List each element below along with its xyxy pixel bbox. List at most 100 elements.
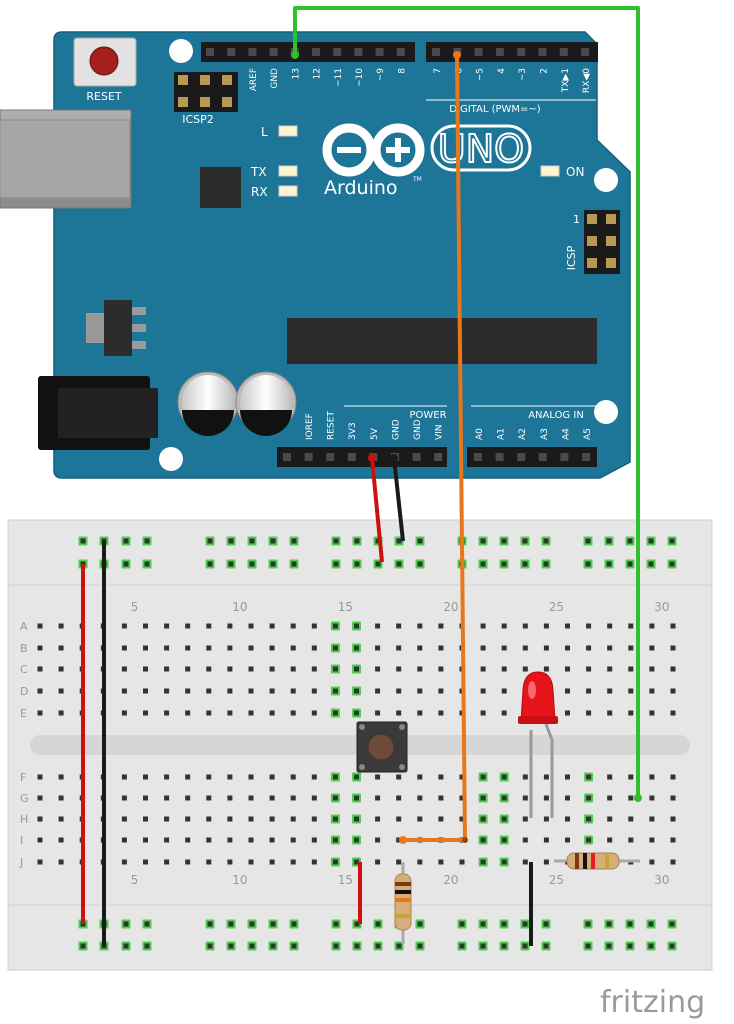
breadboard-hole — [37, 837, 43, 843]
breadboard-hole — [375, 921, 381, 927]
breadboard-hole — [501, 561, 507, 567]
arduino-logo — [322, 123, 425, 177]
breadboard-hole — [586, 623, 592, 629]
reset-button-cap[interactable] — [89, 46, 119, 76]
breadboard-hole — [228, 538, 234, 544]
breadboard-hole — [543, 774, 549, 780]
breadboard-hole — [290, 623, 296, 629]
pin-label: 3V3 — [348, 422, 358, 440]
breadboard-hole — [121, 710, 127, 716]
breadboard-hole — [628, 837, 634, 843]
breadboard-hole — [227, 688, 233, 694]
breadboard-hole — [333, 538, 339, 544]
breadboard-hole — [375, 561, 381, 567]
breadboard-hole — [586, 837, 592, 843]
breadboard-hole — [649, 816, 655, 822]
breadboard-hole — [649, 837, 655, 843]
pushbutton[interactable] — [356, 721, 408, 773]
breadboard-hole — [121, 688, 127, 694]
breadboard-hole — [206, 666, 212, 672]
pin-label: 8 — [397, 68, 407, 74]
header-pin — [432, 48, 440, 56]
breadboard-hole — [227, 816, 233, 822]
pin-label: ~10 — [355, 68, 365, 87]
breadboard-hole — [185, 837, 191, 843]
breadboard-hole — [501, 837, 507, 843]
resistor-vertical — [394, 862, 412, 944]
pushbutton-cap[interactable] — [367, 733, 395, 761]
breadboard-hole — [290, 710, 296, 716]
row-label: J — [19, 856, 23, 869]
breadboard-hole — [143, 774, 148, 780]
breadboard-hole — [164, 666, 170, 672]
breadboard-hole — [669, 538, 675, 544]
breadboard-hole — [37, 816, 43, 822]
breadboard-hole — [354, 688, 359, 694]
row-label: G — [20, 792, 29, 805]
breadboard-hole — [248, 688, 254, 694]
breadboard-hole — [670, 688, 676, 694]
breadboard-hole — [333, 921, 339, 927]
column-label: 10 — [232, 873, 247, 887]
breadboard-hole — [185, 688, 191, 694]
breadboard-hole — [649, 623, 655, 629]
digital-label: DIGITAL (PWM=~) — [449, 104, 540, 115]
breadboard-hole — [354, 921, 360, 927]
breadboard-hole — [270, 538, 276, 544]
breadboard-hole — [332, 837, 338, 843]
pin-label: ~5 — [476, 68, 486, 81]
breadboard-hole — [375, 816, 381, 822]
breadboard-hole — [417, 774, 423, 780]
row-label: F — [20, 771, 26, 784]
breadboard-hole — [628, 774, 634, 780]
breadboard-hole — [396, 774, 402, 780]
wire-red-5v — [368, 454, 384, 563]
pin-label: RESET — [327, 411, 337, 440]
breadboard-hole — [417, 710, 423, 716]
breadboard-hole — [121, 645, 127, 651]
breadboard-hole — [37, 710, 43, 716]
icsp-label: ICSP — [565, 245, 578, 270]
breadboard-hole — [607, 710, 613, 716]
breadboard-hole — [459, 816, 465, 822]
breadboard-hole — [459, 921, 465, 927]
breadboard-hole — [144, 538, 150, 544]
breadboard-hole — [164, 774, 170, 780]
breadboard-hole — [123, 921, 129, 927]
pin-label: RX◀0 — [582, 68, 592, 93]
breadboard-hole — [227, 837, 233, 843]
breadboard-hole — [270, 943, 276, 949]
breadboard-hole — [438, 688, 444, 694]
breadboard-hole — [543, 538, 549, 544]
breadboard-hole — [144, 561, 150, 567]
led-tx-label: TX — [250, 165, 267, 179]
breadboard-hole — [375, 943, 381, 949]
breadboard-hole — [606, 921, 612, 927]
breadboard-hole — [522, 816, 528, 822]
breadboard-hole — [585, 561, 591, 567]
breadboard-hole — [227, 710, 233, 716]
pin-label: GND — [270, 68, 280, 89]
breadboard-hole — [417, 561, 423, 567]
breadboard-hole — [522, 837, 528, 843]
breadboard-hole — [164, 688, 170, 694]
breadboard-hole — [164, 816, 170, 822]
column-label: 25 — [549, 600, 564, 614]
microcontroller-chip — [287, 318, 597, 364]
breadboard-hole — [501, 795, 507, 801]
breadboard-hole — [628, 710, 634, 716]
pin-label: A3 — [540, 428, 550, 440]
column-label: 20 — [443, 600, 458, 614]
breadboard-hole — [291, 921, 297, 927]
breadboard-hole — [607, 816, 613, 822]
breadboard-hole — [607, 837, 613, 843]
led-l — [278, 125, 298, 137]
breadboard-hole — [270, 921, 276, 927]
breadboard-hole — [143, 816, 148, 822]
breadboard-hole — [248, 837, 254, 843]
header-pin — [606, 214, 616, 224]
breadboard-hole — [480, 943, 486, 949]
breadboard-hole — [628, 816, 634, 822]
resistor-horizontal — [554, 852, 640, 870]
breadboard-hole — [607, 666, 613, 672]
